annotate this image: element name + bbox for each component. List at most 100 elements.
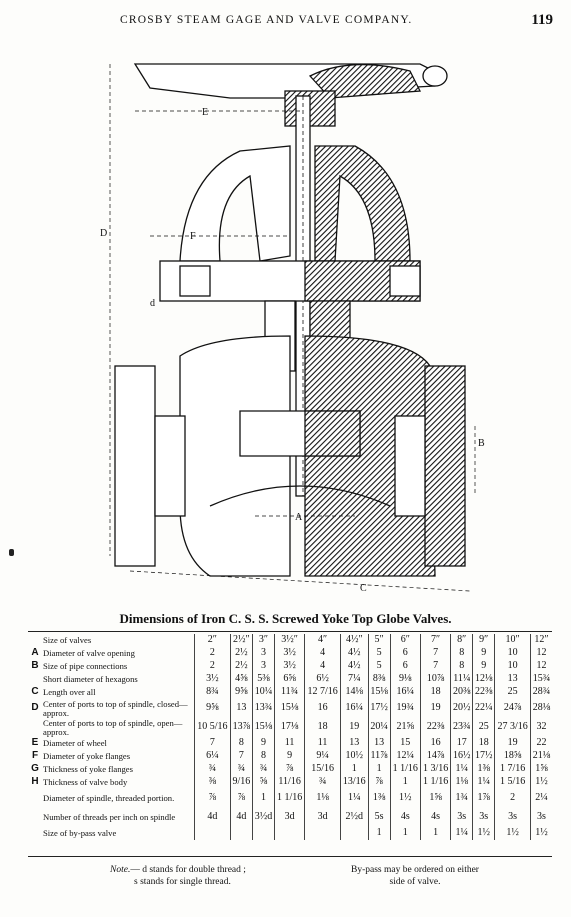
row-key: F <box>31 750 39 762</box>
table-cell: 2½ <box>229 647 253 660</box>
table-cell: 8 <box>251 750 275 763</box>
table-cell: 1½ <box>389 789 421 808</box>
table-cell: 2½d <box>339 808 369 827</box>
table-cell: 12 7/16 <box>304 686 341 699</box>
table-cell: 3″ <box>251 634 275 647</box>
table-cell: 4″ <box>304 634 341 647</box>
table-cell: 1¼ <box>450 763 473 776</box>
table-cell: 2 <box>194 660 231 673</box>
table-cell: 13¾ <box>251 699 275 718</box>
table-cell: 8¾ <box>194 686 231 699</box>
table-cell: 13/16 <box>339 776 369 789</box>
table-cell: 18 <box>472 737 495 750</box>
table-cell: 16½ <box>450 750 473 763</box>
table-cell: 3s <box>472 808 495 827</box>
table-cell: 19 <box>339 718 369 737</box>
table-cell: 3 <box>251 660 275 673</box>
table-cell: 3s <box>494 808 531 827</box>
table-cell: 15¾ <box>529 673 552 686</box>
table-cell <box>251 827 275 840</box>
table-cell <box>194 827 231 840</box>
row-key: D <box>31 702 39 714</box>
table-cell: 3 <box>251 647 275 660</box>
table-cell: ¾ <box>304 776 341 789</box>
table-cell: 1⅜ <box>367 789 391 808</box>
table-cell: 27 3/16 <box>494 718 531 737</box>
table-cell: 12¼ <box>389 750 421 763</box>
table-cell: 5s <box>367 808 391 827</box>
row-key <box>28 827 42 840</box>
table-cell: 28¾ <box>529 686 552 699</box>
row-label: Diameter of spindle, threaded portion. <box>43 793 175 803</box>
table-cell: 3½ <box>194 673 231 686</box>
row-label: Thickness of yoke flanges <box>43 764 133 774</box>
table-cell: 12″ <box>529 634 552 647</box>
table-cell: 1 <box>389 827 421 840</box>
table-bottom-rule <box>28 856 552 857</box>
table-cell: 11¼ <box>450 673 473 686</box>
table-cell: 14⅞ <box>419 750 451 763</box>
table-cell <box>339 827 369 840</box>
table-cell: 7¼ <box>339 673 369 686</box>
table-cell: 4½ <box>339 660 369 673</box>
table-cell: 6½ <box>304 673 341 686</box>
table-cell: 15⅛ <box>273 699 305 718</box>
table-cell: 28⅛ <box>529 699 552 718</box>
table-cell: 9 <box>472 660 495 673</box>
row-key <box>28 789 42 808</box>
table-cell: 4⅝ <box>229 673 253 686</box>
table-cell: 6″ <box>389 634 421 647</box>
table-cell: 1 <box>367 763 391 776</box>
dim-label-b-right: B <box>478 438 485 449</box>
table-cell: 20¼ <box>367 718 391 737</box>
table-cell: ¾ <box>229 763 253 776</box>
table-cell: 1¼ <box>450 827 473 840</box>
table-cell: 7 <box>419 660 451 673</box>
table-cell: 7 <box>229 750 253 763</box>
table-cell: 5 <box>367 660 391 673</box>
table-cell: 4½ <box>339 647 369 660</box>
dim-label-d-small: d <box>150 298 155 309</box>
table-cell: 22⅜ <box>472 686 495 699</box>
row-key <box>28 673 42 686</box>
footnote-thread: Note.— d stands for double thread ; s st… <box>110 864 246 888</box>
table-cell: 2¼ <box>529 789 552 808</box>
dim-label-d: D <box>100 228 107 239</box>
footnote-bypass: By-pass may be ordered on either side of… <box>330 864 500 888</box>
table-cell: 9 <box>251 737 275 750</box>
table-cell: 22 <box>529 737 552 750</box>
table-cell: 4s <box>419 808 451 827</box>
table-cell: 1⅛ <box>450 776 473 789</box>
table-cell: 1¼ <box>472 776 495 789</box>
bypass-line-1: By-pass may be ordered on either <box>351 865 479 875</box>
row-label: Center of ports to top of spindle, close… <box>43 698 188 718</box>
table-cell: 15/16 <box>304 763 341 776</box>
table-cell: 12⅛ <box>472 673 495 686</box>
table-cell: 17⅛ <box>273 718 305 737</box>
table-cell: 4s <box>389 808 421 827</box>
table-cell: 9/16 <box>229 776 253 789</box>
table-cell: 1¼ <box>339 789 369 808</box>
table-cell: 19¾ <box>389 699 421 718</box>
table-cell: 5 <box>367 647 391 660</box>
table-cell: 13 <box>494 673 531 686</box>
table-cell: 9⅝ <box>194 699 231 718</box>
table-cell: 3½ <box>273 647 305 660</box>
table-cell: 1 3/16 <box>419 763 451 776</box>
row-key: A <box>31 647 39 659</box>
table-cell: 1 7/16 <box>494 763 531 776</box>
table-cell: 9⅛ <box>389 673 421 686</box>
table-cell: 11¾ <box>273 686 305 699</box>
table-cell: 8 <box>229 737 253 750</box>
table-cell: 17½ <box>472 750 495 763</box>
table-cell: 11 <box>273 737 305 750</box>
page-number: 119 <box>531 12 553 28</box>
row-label: Short diameter of hexagons <box>43 674 138 684</box>
